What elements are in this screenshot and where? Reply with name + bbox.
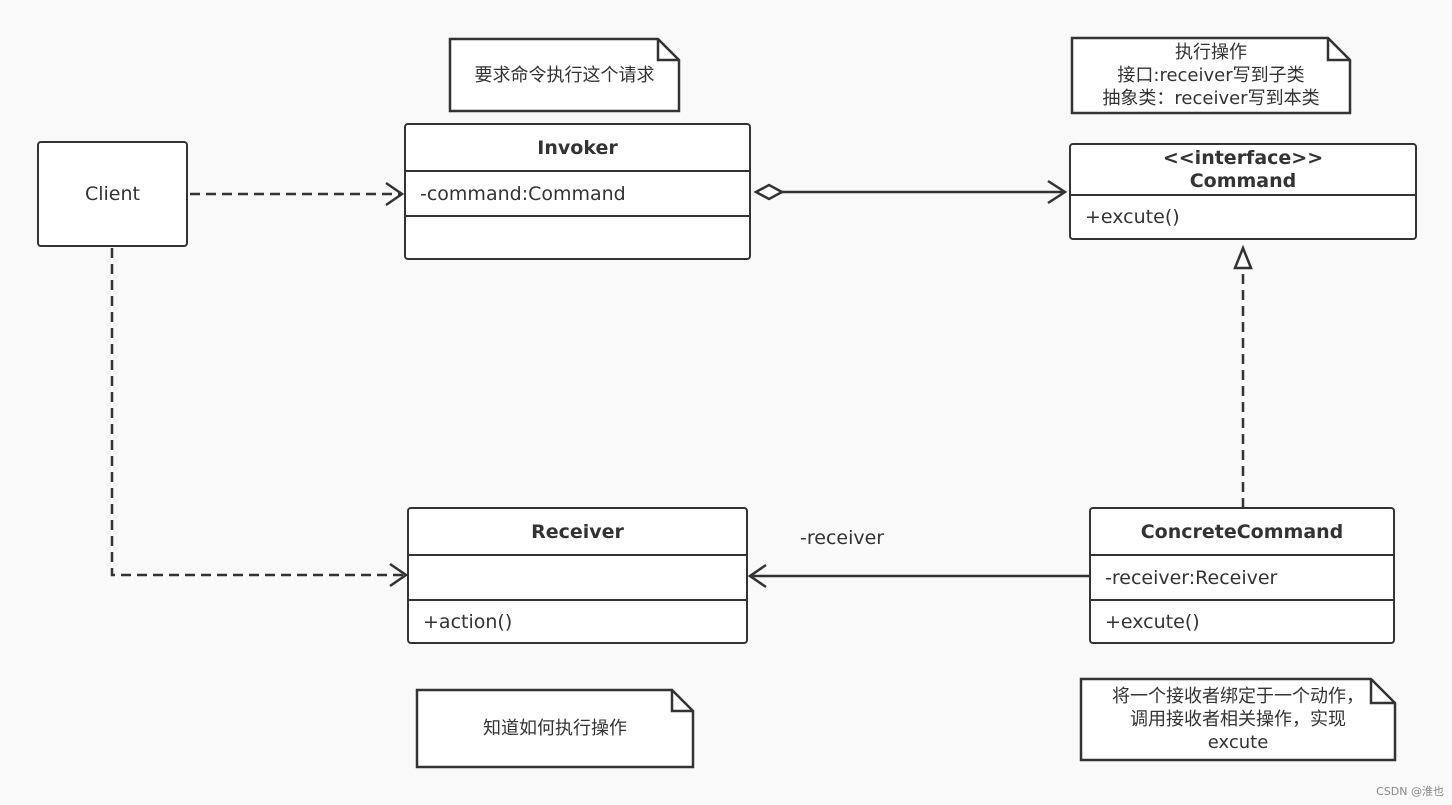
receiver-note-text: 知道如何执行操作 <box>483 718 627 739</box>
arrow-head-icon <box>389 562 409 588</box>
realization-triangle-icon <box>1233 244 1253 270</box>
receiver-methods: +action() <box>409 599 746 642</box>
client-label: Client <box>84 183 140 205</box>
concrete-note-line-2: 调用接收者相关操作，实现 <box>1130 709 1346 730</box>
command-note-line-3: 抽象类：receiver写到本类 <box>1102 88 1320 109</box>
command-interface-name: <<interface>> Command <box>1071 145 1415 194</box>
command-note[interactable]: 执行操作 接口:receiver写到子类 抽象类：receiver写到本类 <box>1070 36 1352 115</box>
concrete-command-class[interactable]: ConcreteCommand -receiver:Receiver +excu… <box>1089 507 1395 644</box>
command-interface[interactable]: <<interface>> Command +excute() <box>1069 143 1417 240</box>
watermark: CSDN @淮也 <box>1376 785 1444 798</box>
note-shape <box>415 688 695 769</box>
receiver-attributes <box>409 554 746 599</box>
note-shape <box>1070 36 1352 115</box>
concrete-command-note[interactable]: 将一个接收者绑定于一个动作， 调用接收者相关操作，实现 excute <box>1079 677 1397 762</box>
concrete-command-attributes: -receiver:Receiver <box>1091 554 1393 599</box>
receiver-note[interactable]: 知道如何执行操作 <box>415 688 695 769</box>
command-methods: +excute() <box>1071 194 1415 238</box>
concrete-command-methods: +excute() <box>1091 599 1393 642</box>
client-receiver-dependency <box>110 248 404 577</box>
command-note-line-2: 接口:receiver写到子类 <box>1117 65 1305 86</box>
receiver-class-name: Receiver <box>531 520 624 543</box>
arrow-head-icon <box>1047 179 1068 205</box>
command-note-line-1: 执行操作 <box>1175 42 1247 63</box>
concrete-note-line-3: excute <box>1207 732 1269 753</box>
arrow-head-icon <box>747 563 767 589</box>
invoker-attributes: -command:Command <box>406 170 749 215</box>
client-box[interactable]: Client <box>37 141 188 247</box>
stereotype-label: <<interface>> <box>1162 146 1324 169</box>
invoker-note-text: 要求命令执行这个请求 <box>474 64 655 86</box>
invoker-class[interactable]: Invoker -command:Command <box>404 123 751 260</box>
interface-name: Command <box>1189 169 1297 192</box>
note-shape <box>1079 677 1397 762</box>
invoker-methods <box>406 215 749 258</box>
aggregation-diamond-icon <box>753 183 785 201</box>
note-shape <box>448 37 681 113</box>
arrow-head-icon <box>385 181 405 207</box>
invoker-class-name: Invoker <box>537 136 618 159</box>
association-role-label: -receiver <box>800 527 885 549</box>
concrete-note-line-1: 将一个接收者绑定于一个动作， <box>1112 686 1364 707</box>
invoker-note[interactable]: 要求命令执行这个请求 <box>448 37 681 113</box>
receiver-class[interactable]: Receiver +action() <box>407 507 748 644</box>
concrete-command-class-name: ConcreteCommand <box>1140 520 1344 543</box>
